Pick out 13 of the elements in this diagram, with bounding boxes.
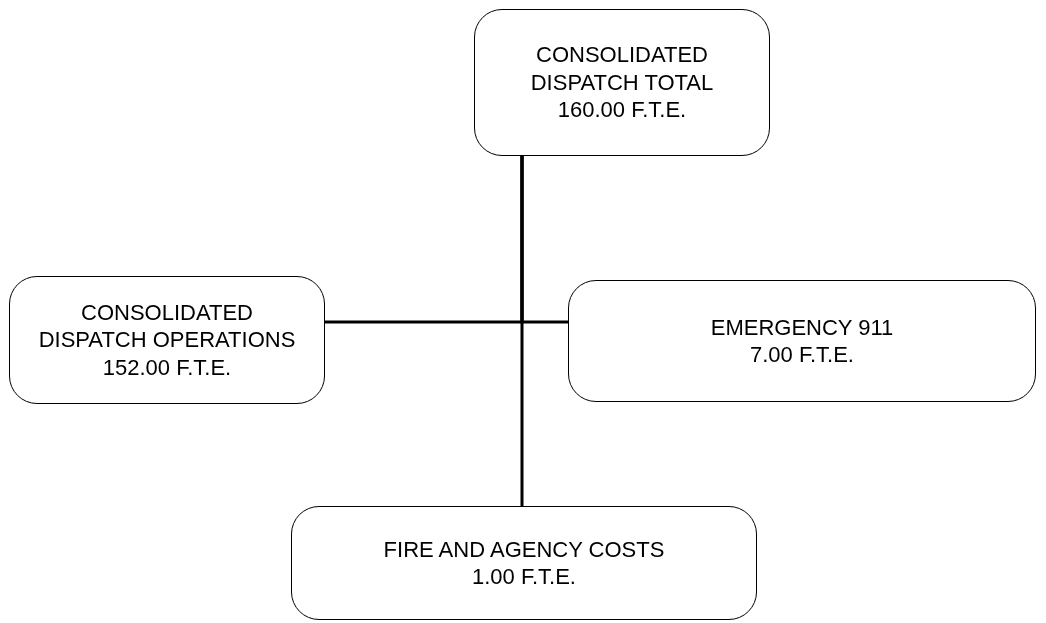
fte-count: 160.00 F.T.E. bbox=[557, 96, 687, 124]
connector-line bbox=[520, 156, 524, 506]
org-unit-box bbox=[568, 280, 1036, 402]
unit-name: EMERGENCY 911 bbox=[710, 313, 894, 341]
unit-name: CONSOLIDATED DISPATCH TOTAL bbox=[529, 41, 715, 97]
org-unit-box bbox=[9, 276, 325, 404]
unit-name: CONSOLIDATED DISPATCH OPERATIONS bbox=[37, 298, 297, 354]
org-unit-box bbox=[474, 9, 770, 156]
unit-name: FIRE AND AGENCY COSTS bbox=[383, 535, 665, 563]
fte-count: 152.00 F.T.E. bbox=[102, 353, 232, 382]
fte-count: 1.00 F.T.E. bbox=[472, 563, 576, 591]
org-unit-box bbox=[291, 506, 757, 620]
fte-count: 7.00 F.T.E. bbox=[750, 341, 854, 369]
